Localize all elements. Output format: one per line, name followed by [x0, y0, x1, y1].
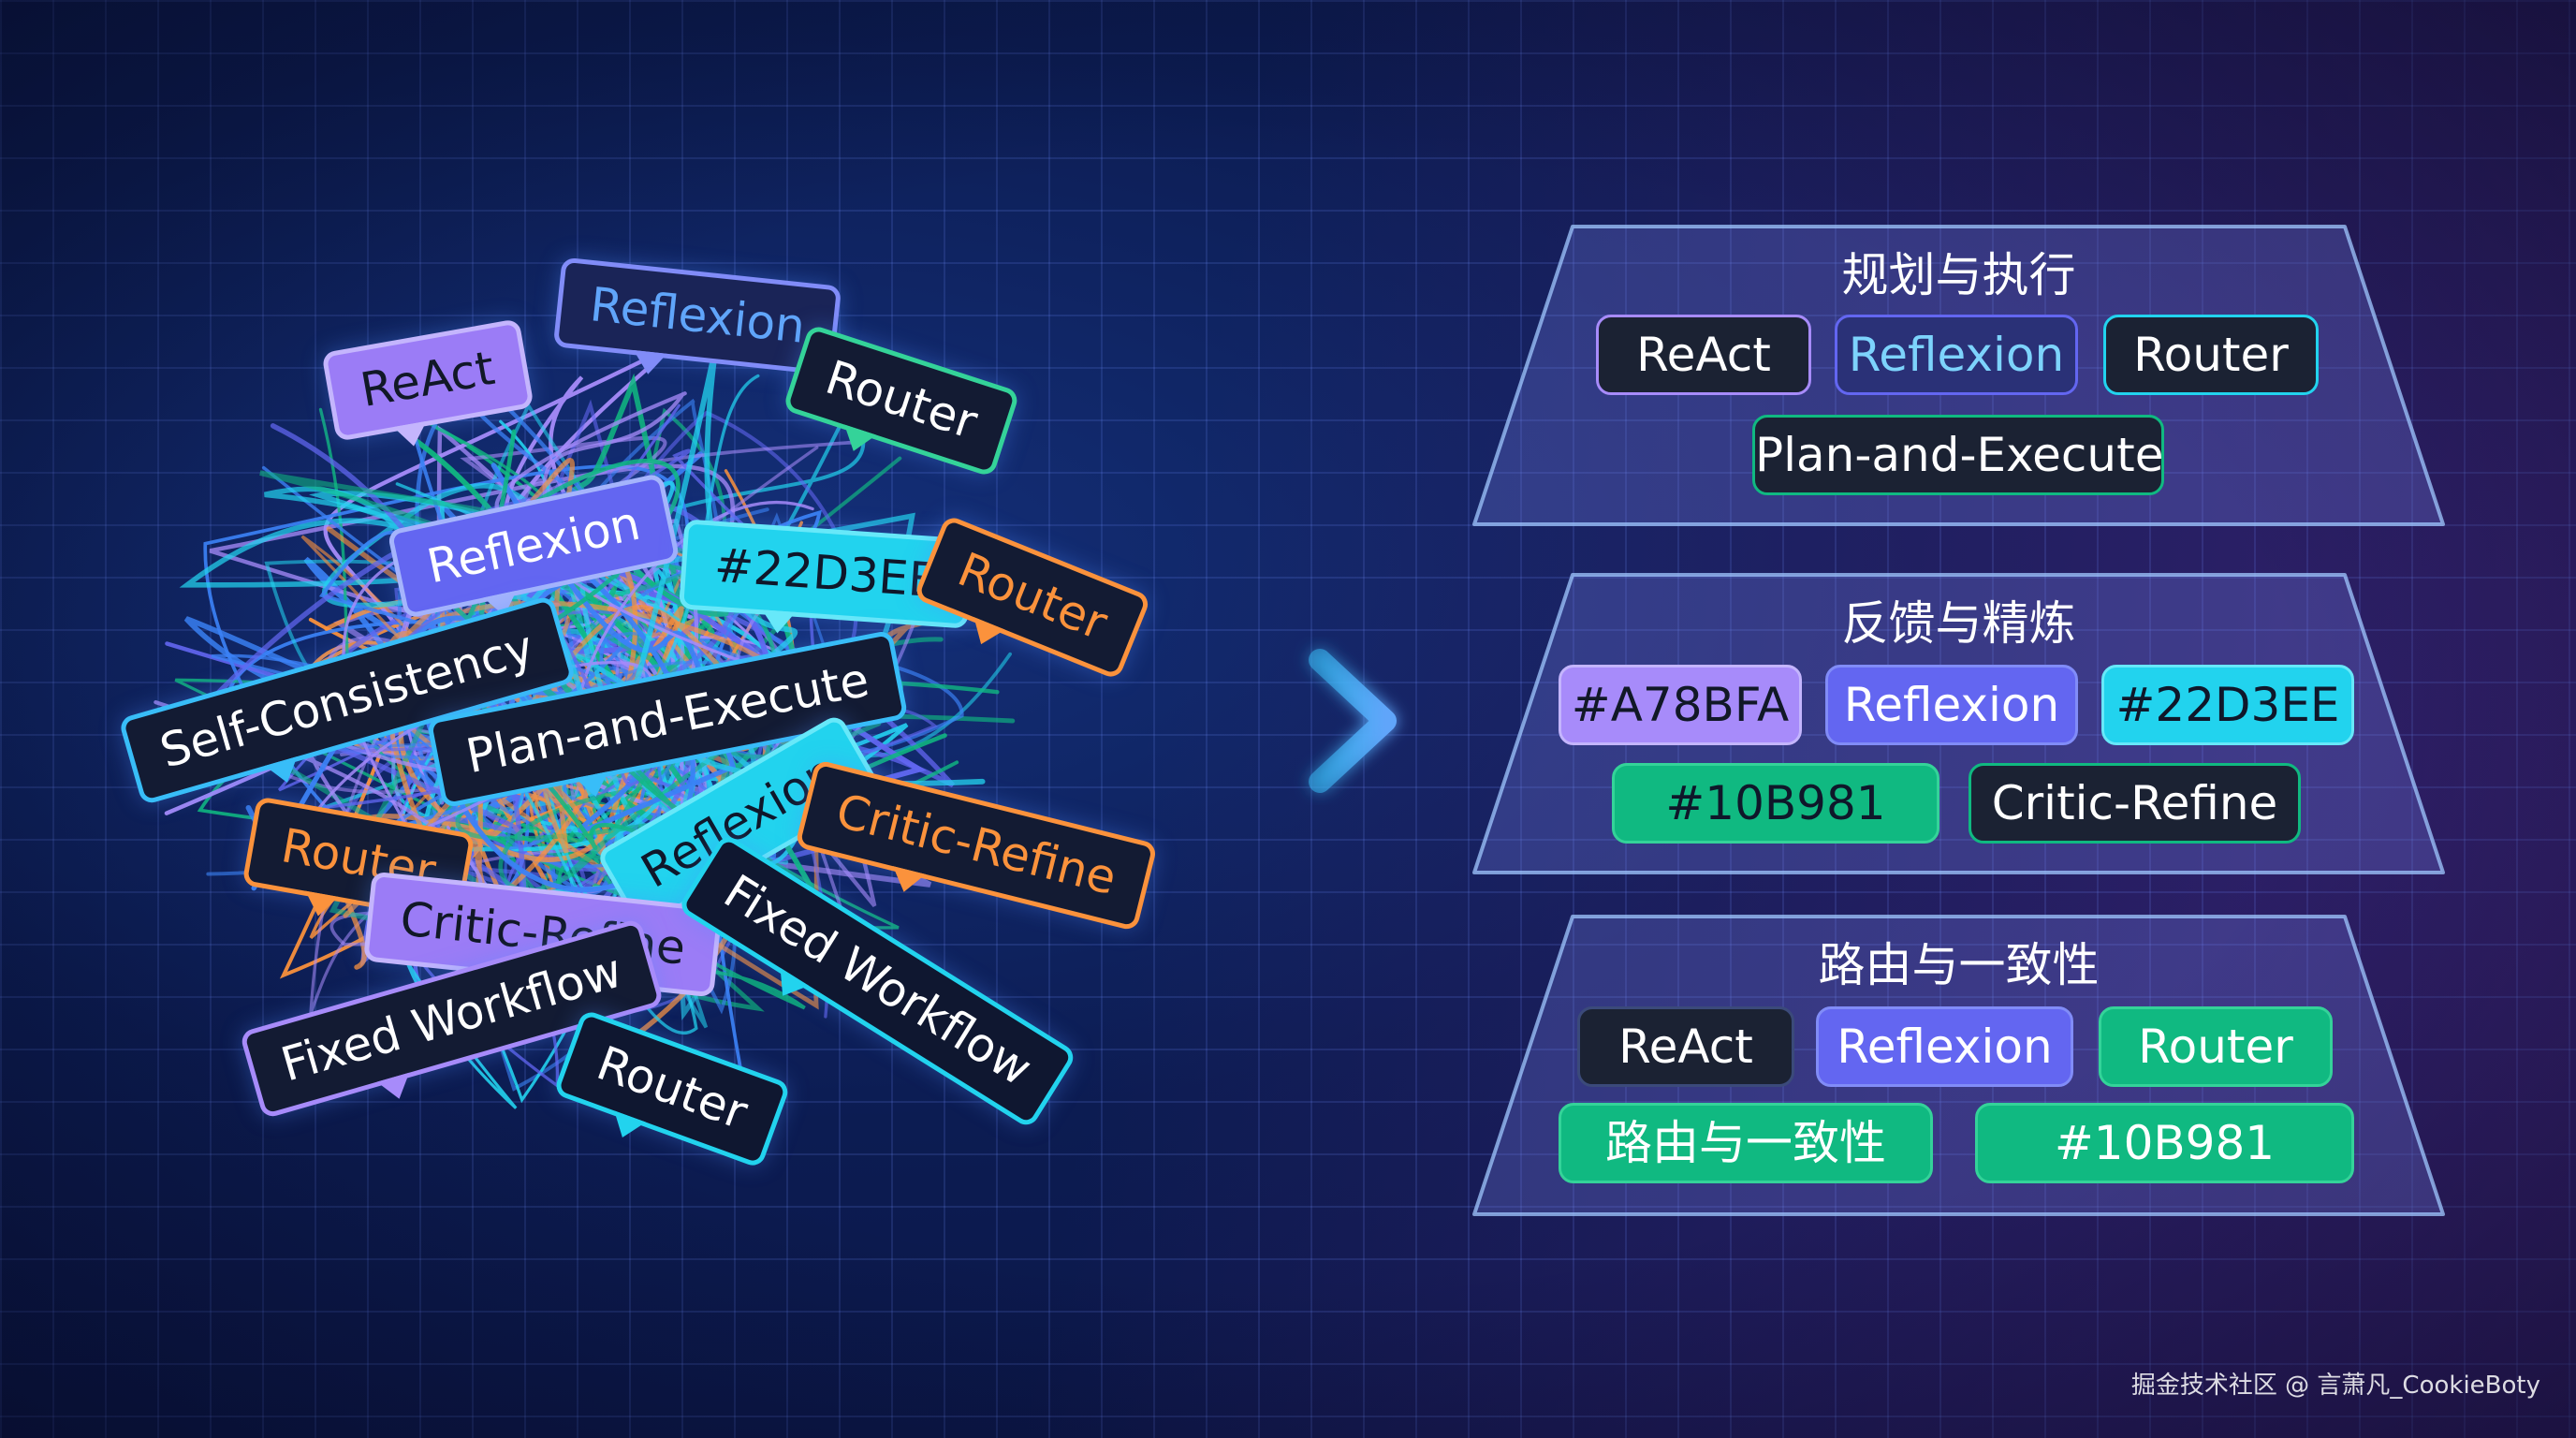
layer-title: 路由与一致性 — [1818, 938, 2100, 992]
right-arrow-icon — [1168, 649, 1397, 793]
pill-plan-and-execute: Plan-and-Execute — [1752, 415, 2164, 495]
pill-hex-purple: #A78BFA — [1559, 665, 1802, 745]
pill-hex-green: #10B981 — [1975, 1103, 2354, 1183]
pill-reflexion: Reflexion — [1816, 1006, 2073, 1087]
pill-router: Router — [2099, 1006, 2333, 1087]
pill-reflexion: Reflexion — [1825, 665, 2078, 745]
pill-critic-refine: Critic-Refine — [1969, 763, 2301, 844]
layer-planning-execution: 规划与执行 ReAct Reflexion Router Plan-and-Ex… — [1470, 223, 2448, 532]
layer-routing-consistency: 路由与一致性 ReAct Reflexion Router 路由与一致性 #10… — [1470, 913, 2448, 1222]
pill-router: Router — [2103, 315, 2319, 395]
pill-react: ReAct — [1596, 315, 1811, 395]
layer-title: 规划与执行 — [1841, 248, 2076, 302]
pill-reflexion: Reflexion — [1835, 315, 2078, 395]
watermark: 掘金技术社区 @ 言萧凡_CookieBoty — [2130, 1372, 2540, 1400]
pill-hex-green: #10B981 — [1612, 763, 1939, 844]
pill-react: ReAct — [1577, 1006, 1794, 1087]
pill-routing-consistency: 路由与一致性 — [1559, 1103, 1933, 1183]
layer-title: 反馈与精炼 — [1841, 596, 2076, 651]
pill-hex-cyan: #22D3EE — [2101, 665, 2354, 745]
layer-feedback-refinement: 反馈与精炼 #A78BFA Reflexion #22D3EE #10B981 … — [1470, 571, 2448, 880]
